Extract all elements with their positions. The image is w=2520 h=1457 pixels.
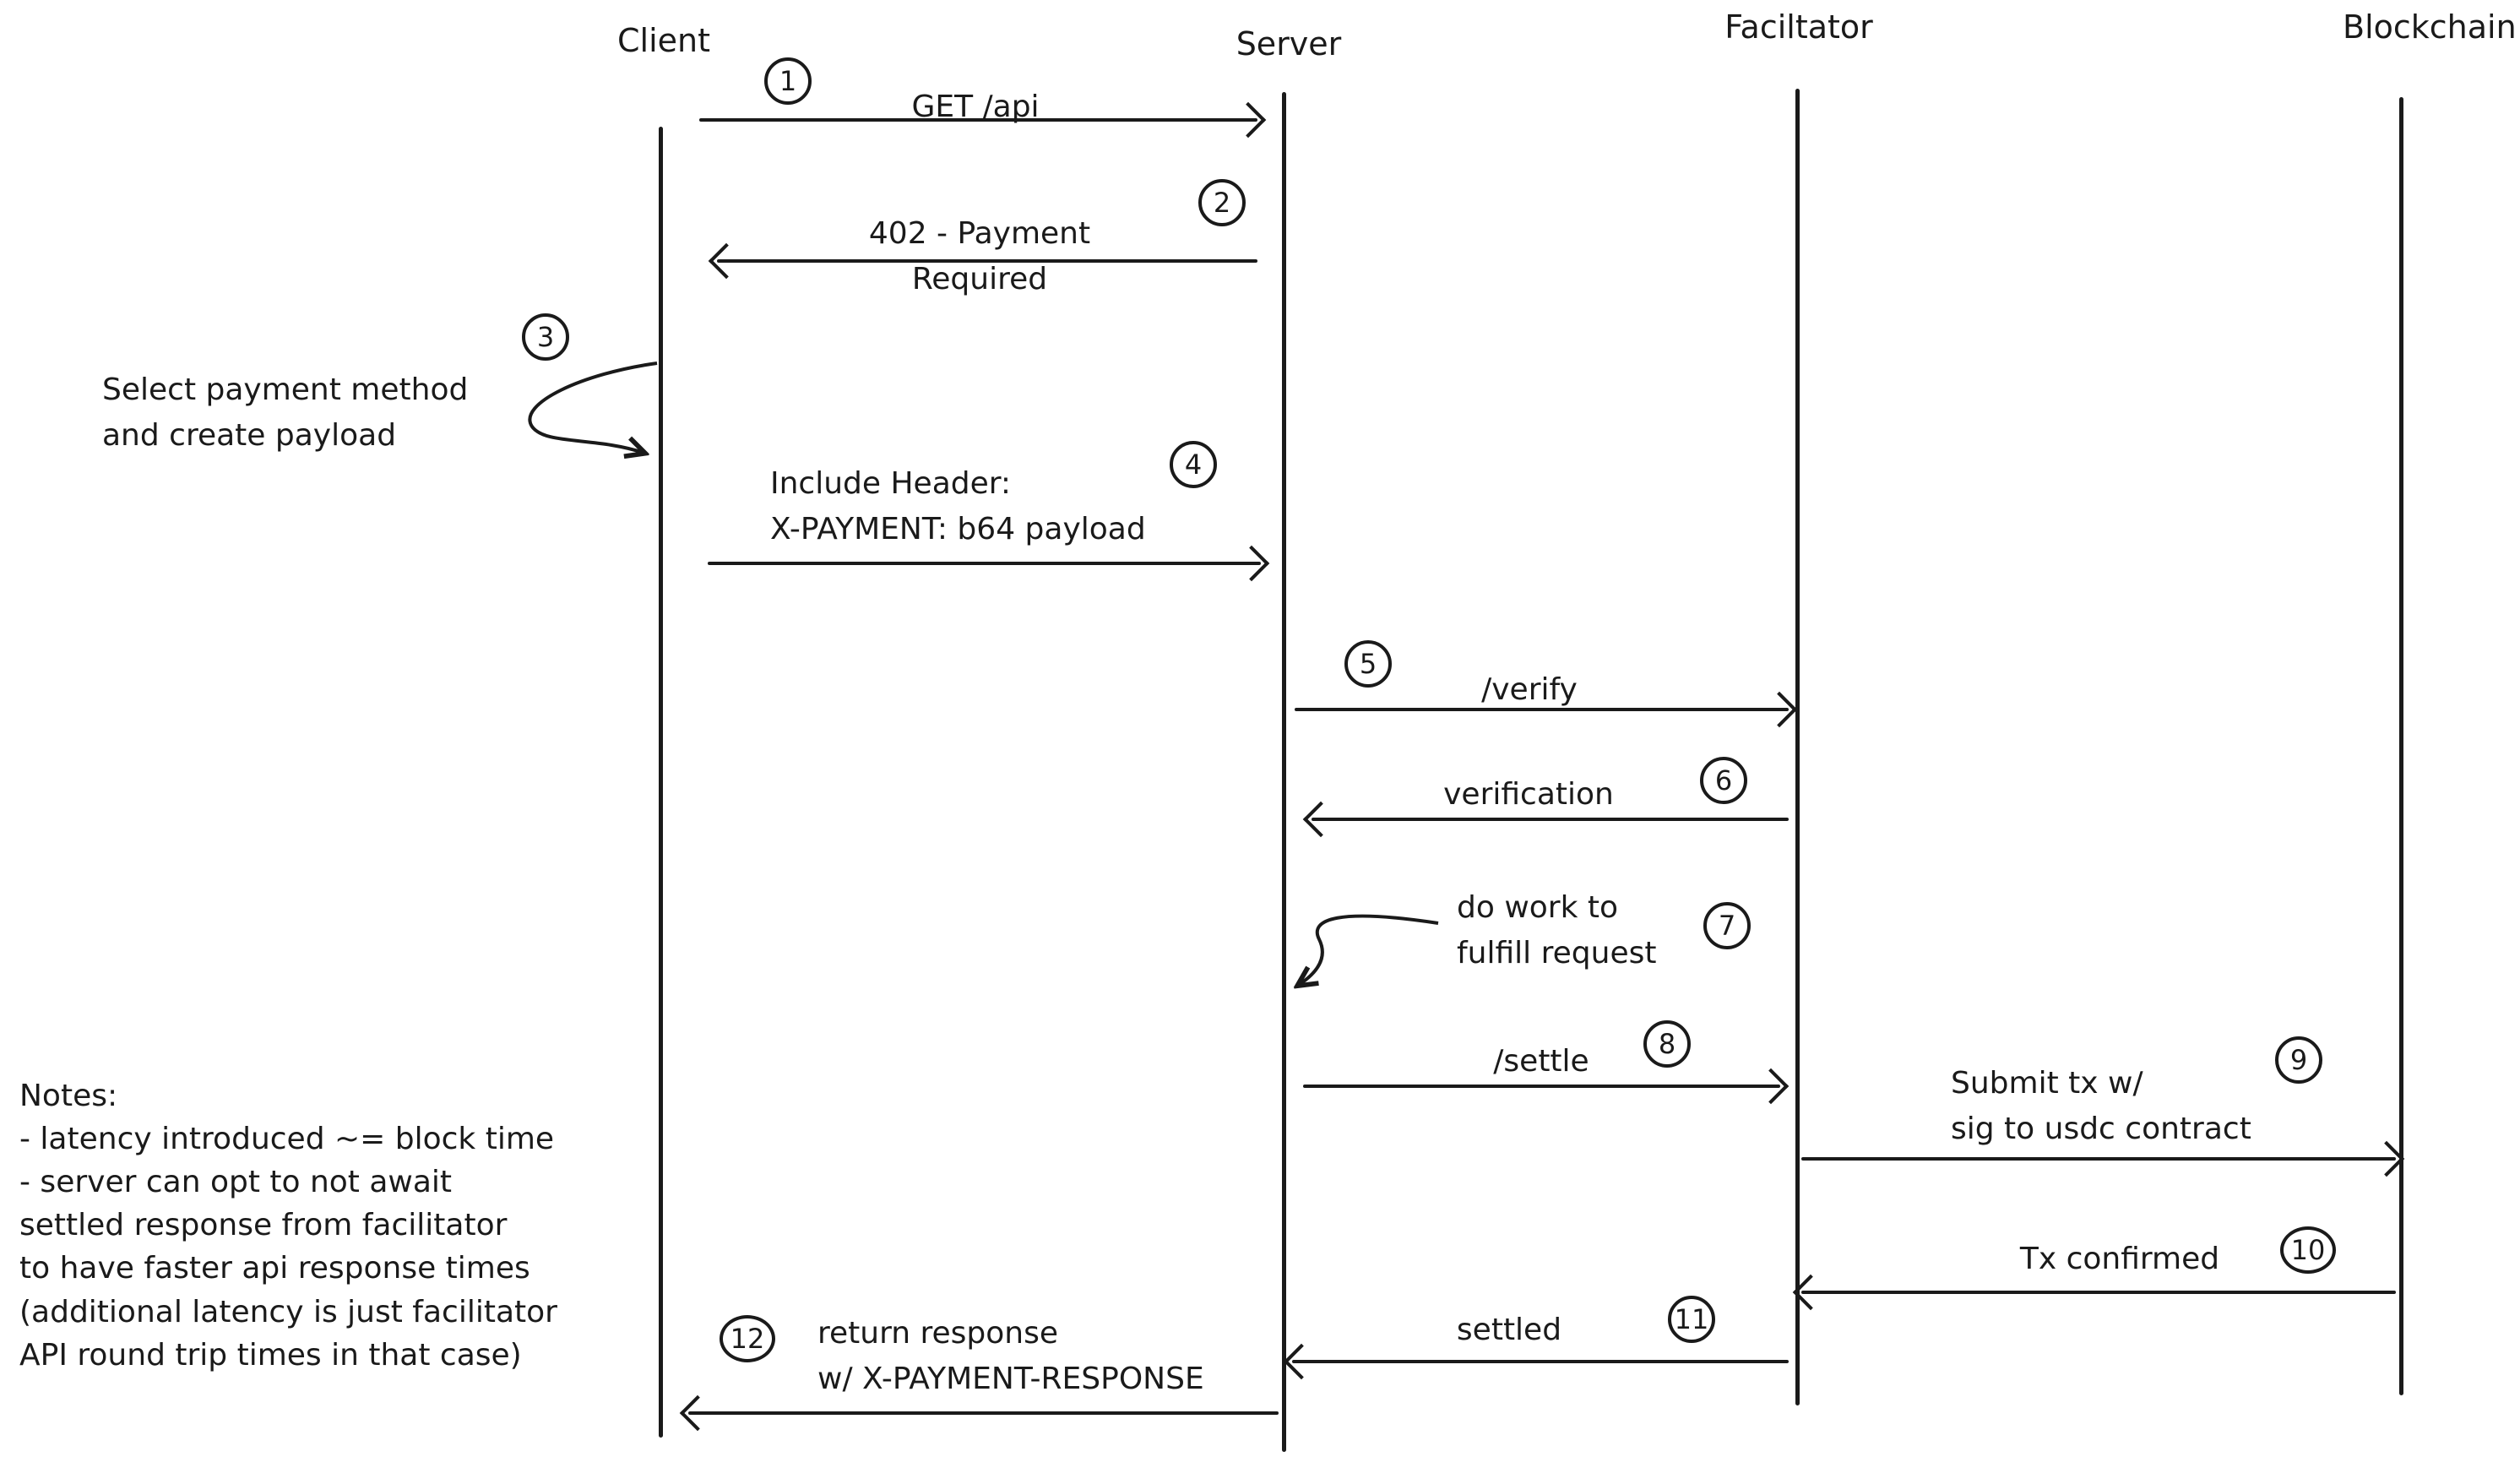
step-number-9: 9 [2275, 1036, 2322, 1084]
label-do-work: do work to fulfill request [1457, 890, 1657, 970]
arrow-verification [1312, 818, 1789, 821]
arrow-return-response [688, 1411, 1279, 1415]
step-number-2: 2 [1198, 179, 1246, 226]
label-return-response: return response w/ X-PAYMENT-RESPONSE [817, 1316, 1204, 1396]
step-number-3: 3 [522, 313, 569, 361]
step-number-7: 7 [1703, 902, 1751, 949]
label-402-payment: 402 - Payment Required [868, 216, 1091, 296]
label-select-payment: Select payment method and create payload [102, 372, 469, 453]
lifeline-server [1282, 92, 1286, 1452]
label-verification: verification [1443, 777, 1614, 812]
label-settled: settled [1456, 1313, 1562, 1347]
step-number-8: 8 [1643, 1020, 1691, 1068]
step-number-6: 6 [1700, 757, 1747, 804]
lifeline-blockchain [2399, 97, 2403, 1395]
lifeline-client [659, 127, 663, 1438]
step-number-4: 4 [1170, 441, 1217, 488]
arrow-get-api [699, 118, 1257, 122]
step-number-1: 1 [764, 57, 812, 105]
lifeline-label-server: Server [1236, 25, 1342, 63]
label-tx-confirmed: Tx confirmed [2019, 1242, 2220, 1276]
step-number-11: 11 [1668, 1296, 1715, 1343]
label-include-header: Include Header: X-PAYMENT: b64 payload [770, 466, 1146, 546]
lifeline-label-client: Client [616, 22, 710, 59]
lifeline-label-blockchain: Blockchain [2343, 8, 2517, 46]
arrow-settle [1303, 1085, 1780, 1088]
self-loop-arrow-client [528, 362, 658, 453]
self-loop-arrow-server [1299, 914, 1439, 985]
arrow-settled [1292, 1360, 1789, 1363]
arrow-402-payment-required [717, 259, 1257, 263]
arrow-verify [1295, 708, 1789, 711]
lifeline-facilitator [1795, 89, 1800, 1405]
arrow-submit-tx [1801, 1157, 2396, 1161]
step-number-10: 10 [2280, 1226, 2336, 1274]
arrow-x-payment-header [708, 562, 1261, 565]
label-submit-tx: Submit tx w/ sig to usdc contract [1951, 1066, 2251, 1146]
arrow-tx-confirmed [1801, 1291, 2396, 1294]
lifeline-label-facilitator: Faciltator [1724, 8, 1873, 46]
label-settle: /settle [1493, 1044, 1589, 1079]
step-number-12: 12 [720, 1315, 775, 1362]
label-verify: /verify [1481, 672, 1578, 707]
notes: Notes: - latency introduced ~= block tim… [19, 1079, 557, 1373]
label-get-api: GET /api [911, 90, 1040, 124]
step-number-5: 5 [1344, 640, 1392, 688]
